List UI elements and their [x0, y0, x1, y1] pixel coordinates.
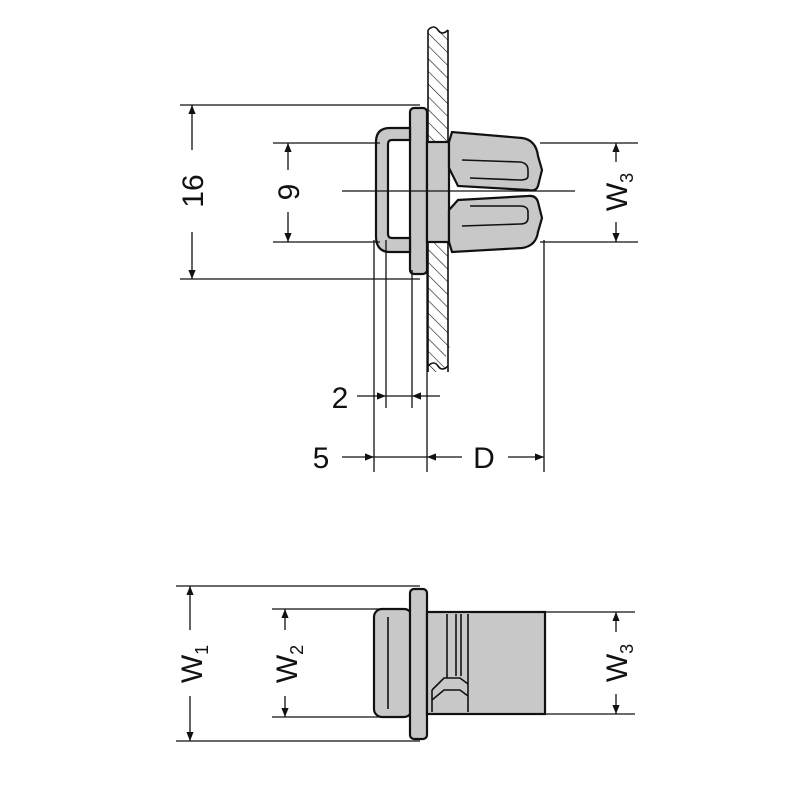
svg-text:W3: W3	[601, 644, 637, 682]
dim-w3-side-letter: W	[601, 653, 634, 682]
dim-w2-sub: 2	[287, 645, 307, 655]
dimension-9: 9	[273, 143, 306, 242]
dimension-w2: W2	[271, 609, 307, 717]
dim-5-label: 5	[313, 442, 330, 475]
clip-body-side	[372, 587, 547, 741]
dim-w2-letter: W	[271, 654, 304, 683]
clip-body-top	[374, 106, 544, 276]
extension-lines-side	[176, 585, 635, 742]
dimension-w3-side: W3	[601, 612, 637, 714]
dimension-w1: W1	[176, 586, 212, 741]
dim-w1-letter: W	[176, 654, 209, 683]
dim-w3-top-letter: W	[601, 182, 634, 211]
top-view: 16 9 W3 2 5 D	[177, 26, 638, 475]
dim-2-label: 2	[332, 382, 349, 415]
dim-w1-sub: 1	[192, 645, 212, 655]
side-view: W1 W2 W3	[176, 585, 637, 742]
dim-d-label: D	[473, 442, 495, 475]
dim-w3-side-sub: 3	[617, 644, 637, 654]
svg-text:W3: W3	[601, 173, 637, 211]
dimension-16: 16	[177, 105, 210, 279]
dim-w3-top-sub: 3	[617, 173, 637, 183]
svg-text:W2: W2	[271, 645, 307, 683]
svg-text:W1: W1	[176, 645, 212, 683]
dimension-5-d: 5 D	[313, 442, 544, 475]
dimension-w3-top: W3	[601, 143, 637, 242]
dim-9-label: 9	[273, 184, 306, 201]
dim-16-label: 16	[177, 174, 210, 207]
dimension-2: 2	[332, 382, 440, 415]
